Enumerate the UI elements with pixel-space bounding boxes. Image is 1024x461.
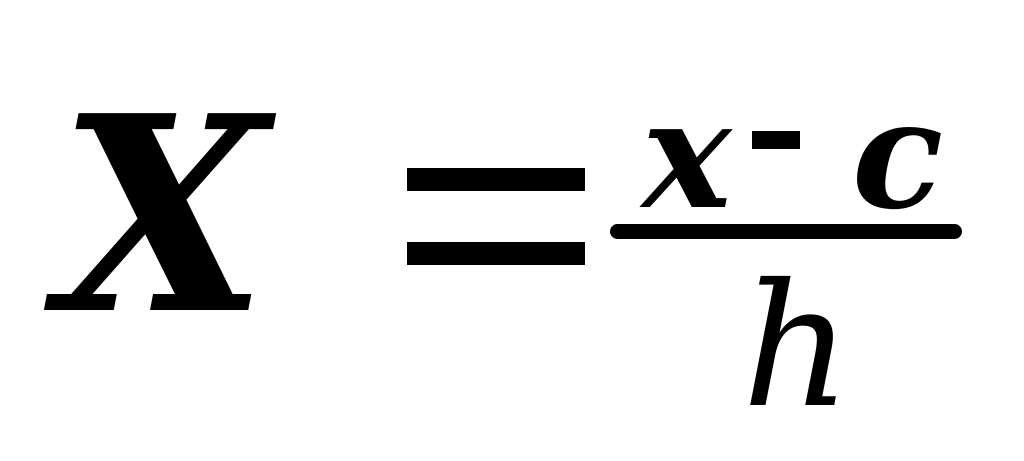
numerator-variable-x: x [642,67,732,243]
denominator-variable-h: h [742,248,852,446]
fraction-bar [610,224,962,239]
equals-sign-bottom-bar [407,242,585,265]
equals-sign-top-bar [407,168,585,191]
minus-sign [752,131,800,149]
variable-capital-x: X [58,56,268,374]
numerator-variable-c: c [852,67,944,243]
